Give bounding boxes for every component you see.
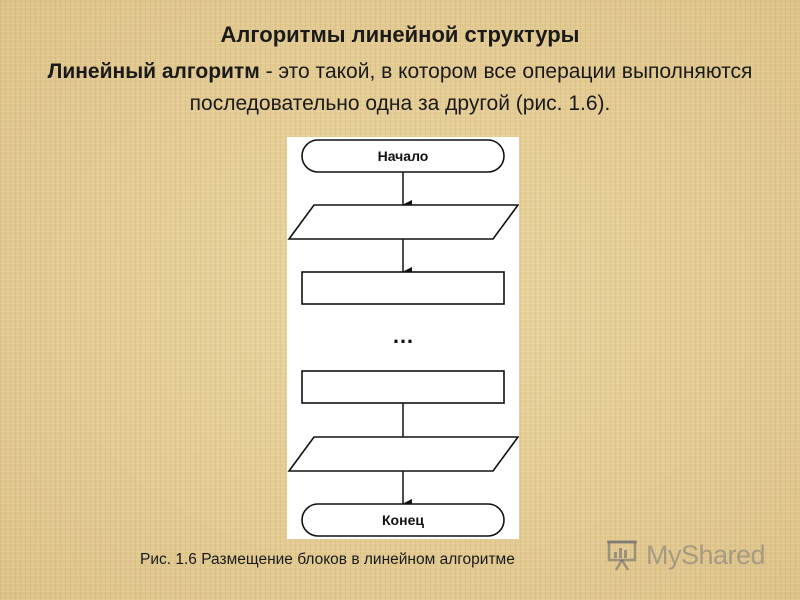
- flowchart-svg: Начало … Конец: [287, 139, 519, 537]
- definition-term: Линейный алгоритм: [47, 60, 260, 83]
- ellipsis: …: [392, 323, 414, 348]
- end-label: Конец: [382, 512, 424, 528]
- start-label: Начало: [378, 148, 429, 164]
- definition-paragraph: Линейный алгоритм - это такой, в котором…: [40, 56, 760, 120]
- output-parallelogram: [287, 436, 519, 472]
- process-block-2: [301, 370, 505, 404]
- end-terminator: [301, 503, 505, 537]
- watermark-text: MyShared: [646, 539, 766, 570]
- slide-title: Алгоритмы линейной структуры: [220, 22, 580, 47]
- presentation-board-icon: [607, 540, 637, 571]
- input-parallelogram: [287, 204, 519, 240]
- process-block-1: [301, 271, 505, 305]
- definition-text: - это такой, в котором все операции выпо…: [189, 60, 753, 115]
- watermark: MyShared: [606, 537, 766, 573]
- figure-caption: Рис. 1.6 Размещение блоков в линейном ал…: [140, 551, 515, 568]
- flowchart-figure: Начало … Конец: [287, 137, 519, 539]
